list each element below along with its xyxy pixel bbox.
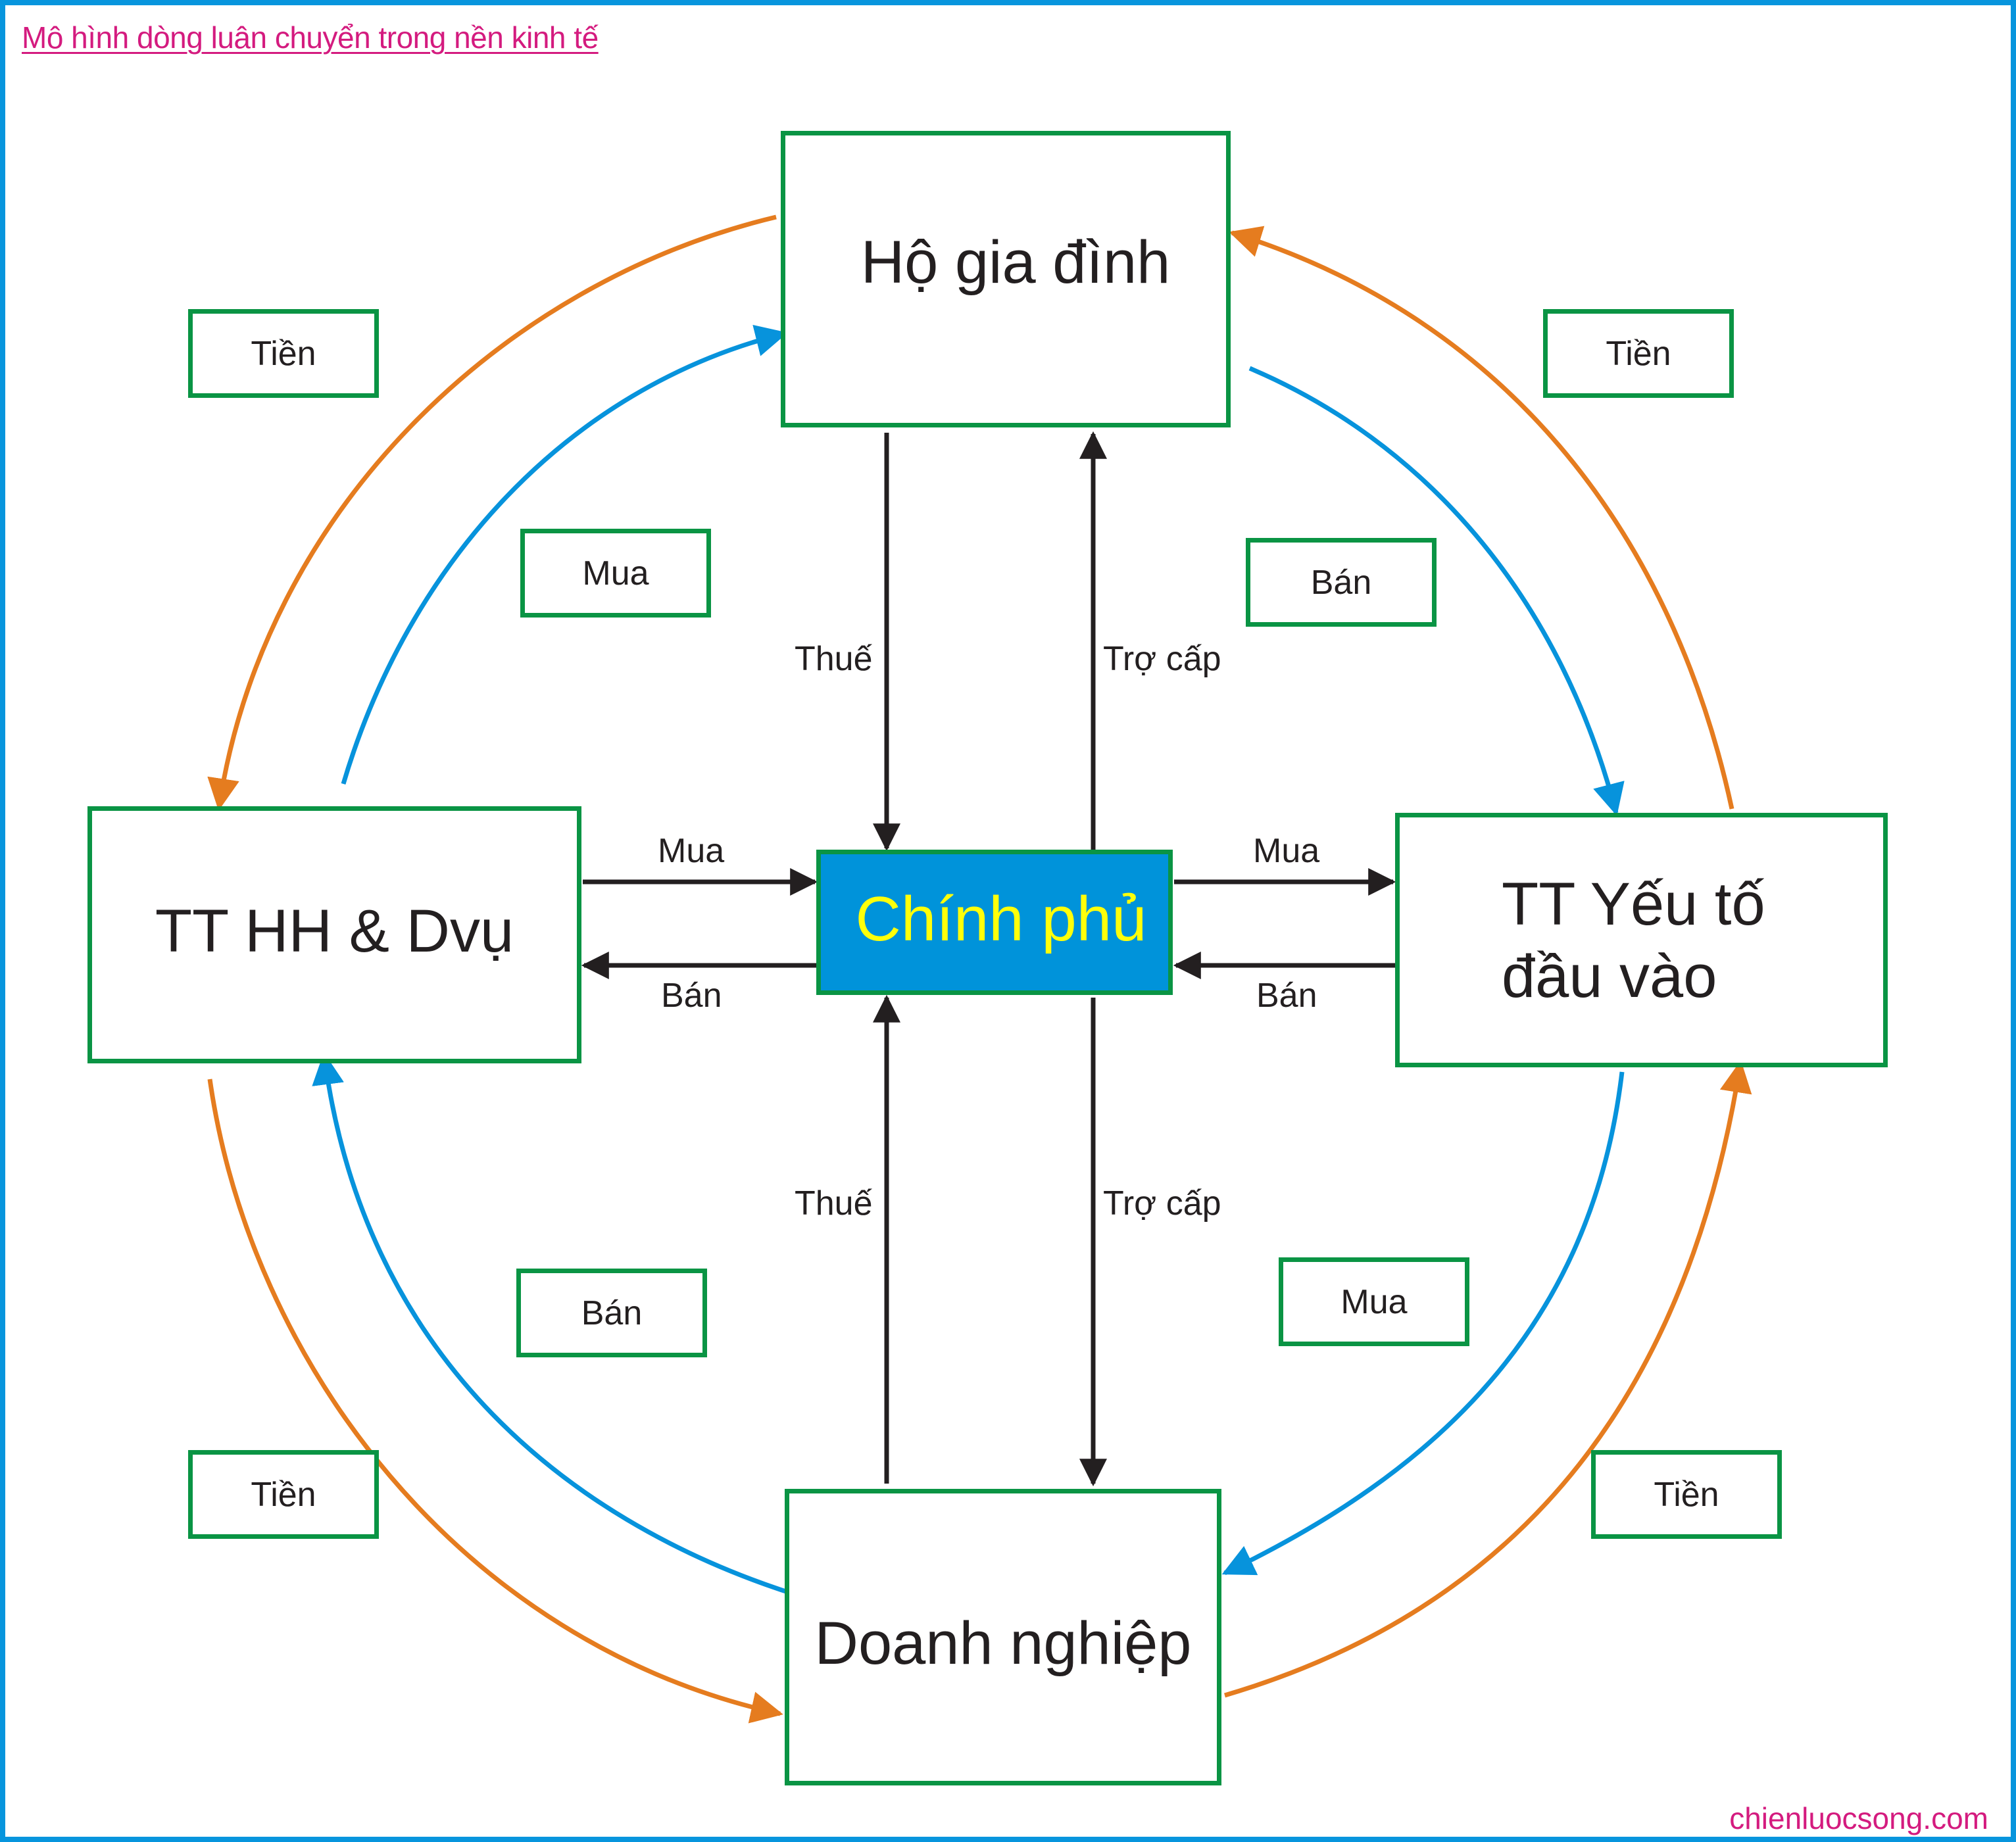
tag-money-bottom-right: Tiền (1591, 1450, 1782, 1539)
node-firm: Doanh nghiệp (785, 1489, 1221, 1785)
node-factor-market: TT Yếu tố đầu vào (1395, 813, 1888, 1067)
money-flow-goods-to-firm (207, 1079, 783, 1724)
node-firm-label: Doanh nghiệp (814, 1610, 1192, 1677)
node-household: Hộ gia đình (781, 131, 1231, 427)
label-firm-subsidy: Trợ cấp (1103, 1184, 1221, 1223)
label-factor-sell: Bán (1256, 977, 1317, 1015)
label-factor-buy: Mua (1253, 832, 1320, 870)
tag-money-bottom-left-text: Tiền (251, 1475, 316, 1514)
tag-money-bottom-left: Tiền (188, 1450, 379, 1539)
tag-money-top-left-text: Tiền (251, 334, 316, 373)
watermark-text: chienluocsong.com (1729, 1801, 1988, 1835)
node-government-label: Chính phủ (855, 883, 1147, 954)
label-firm-tax: Thuế (795, 1184, 873, 1223)
node-factor-market-label-line1: TT Yếu tố (1502, 870, 1765, 938)
tag-sell-top-right: Bán (1246, 538, 1437, 627)
tag-buy-top-left-text: Mua (582, 554, 649, 593)
tag-buy-bottom-right: Mua (1279, 1257, 1469, 1346)
node-goods-market: TT HH & Dvụ (87, 806, 581, 1063)
node-government: Chính phủ (816, 850, 1173, 995)
money-flow-household-to-goods (207, 214, 777, 811)
label-goods-buy: Mua (658, 832, 725, 870)
tag-sell-bottom-left: Bán (516, 1269, 707, 1357)
goods-flow-household-to-factors (1248, 366, 1625, 816)
node-factor-market-label-line2: đầu vào (1502, 942, 1717, 1010)
label-household-subsidy: Trợ cấp (1103, 640, 1221, 678)
label-household-tax: Thuế (795, 640, 873, 678)
tag-money-top-right-text: Tiền (1606, 334, 1671, 373)
tag-money-bottom-right-text: Tiền (1654, 1475, 1719, 1514)
tag-money-top-right: Tiền (1543, 309, 1734, 398)
goods-flow-factors-to-firm (1221, 1071, 1625, 1576)
tag-buy-bottom-right-text: Mua (1340, 1282, 1408, 1321)
tag-buy-top-left: Mua (520, 529, 711, 618)
tag-sell-top-right-text: Bán (1310, 563, 1372, 602)
node-household-label: Hộ gia đình (860, 229, 1171, 296)
diagram-title-link[interactable]: Mô hình dòng luân chuyển trong nền kinh … (22, 20, 599, 55)
tag-sell-bottom-left-text: Bán (581, 1294, 643, 1332)
goods-flow-firm-to-goods (312, 1052, 795, 1597)
label-goods-sell: Bán (661, 977, 722, 1015)
node-goods-market-label: TT HH & Dvụ (155, 898, 514, 965)
money-flow-factors-to-household (1229, 226, 1734, 810)
goods-flow-goods-to-household (341, 324, 788, 785)
money-flow-firm-to-factors (1224, 1060, 1752, 1698)
tag-money-top-left: Tiền (188, 309, 379, 398)
